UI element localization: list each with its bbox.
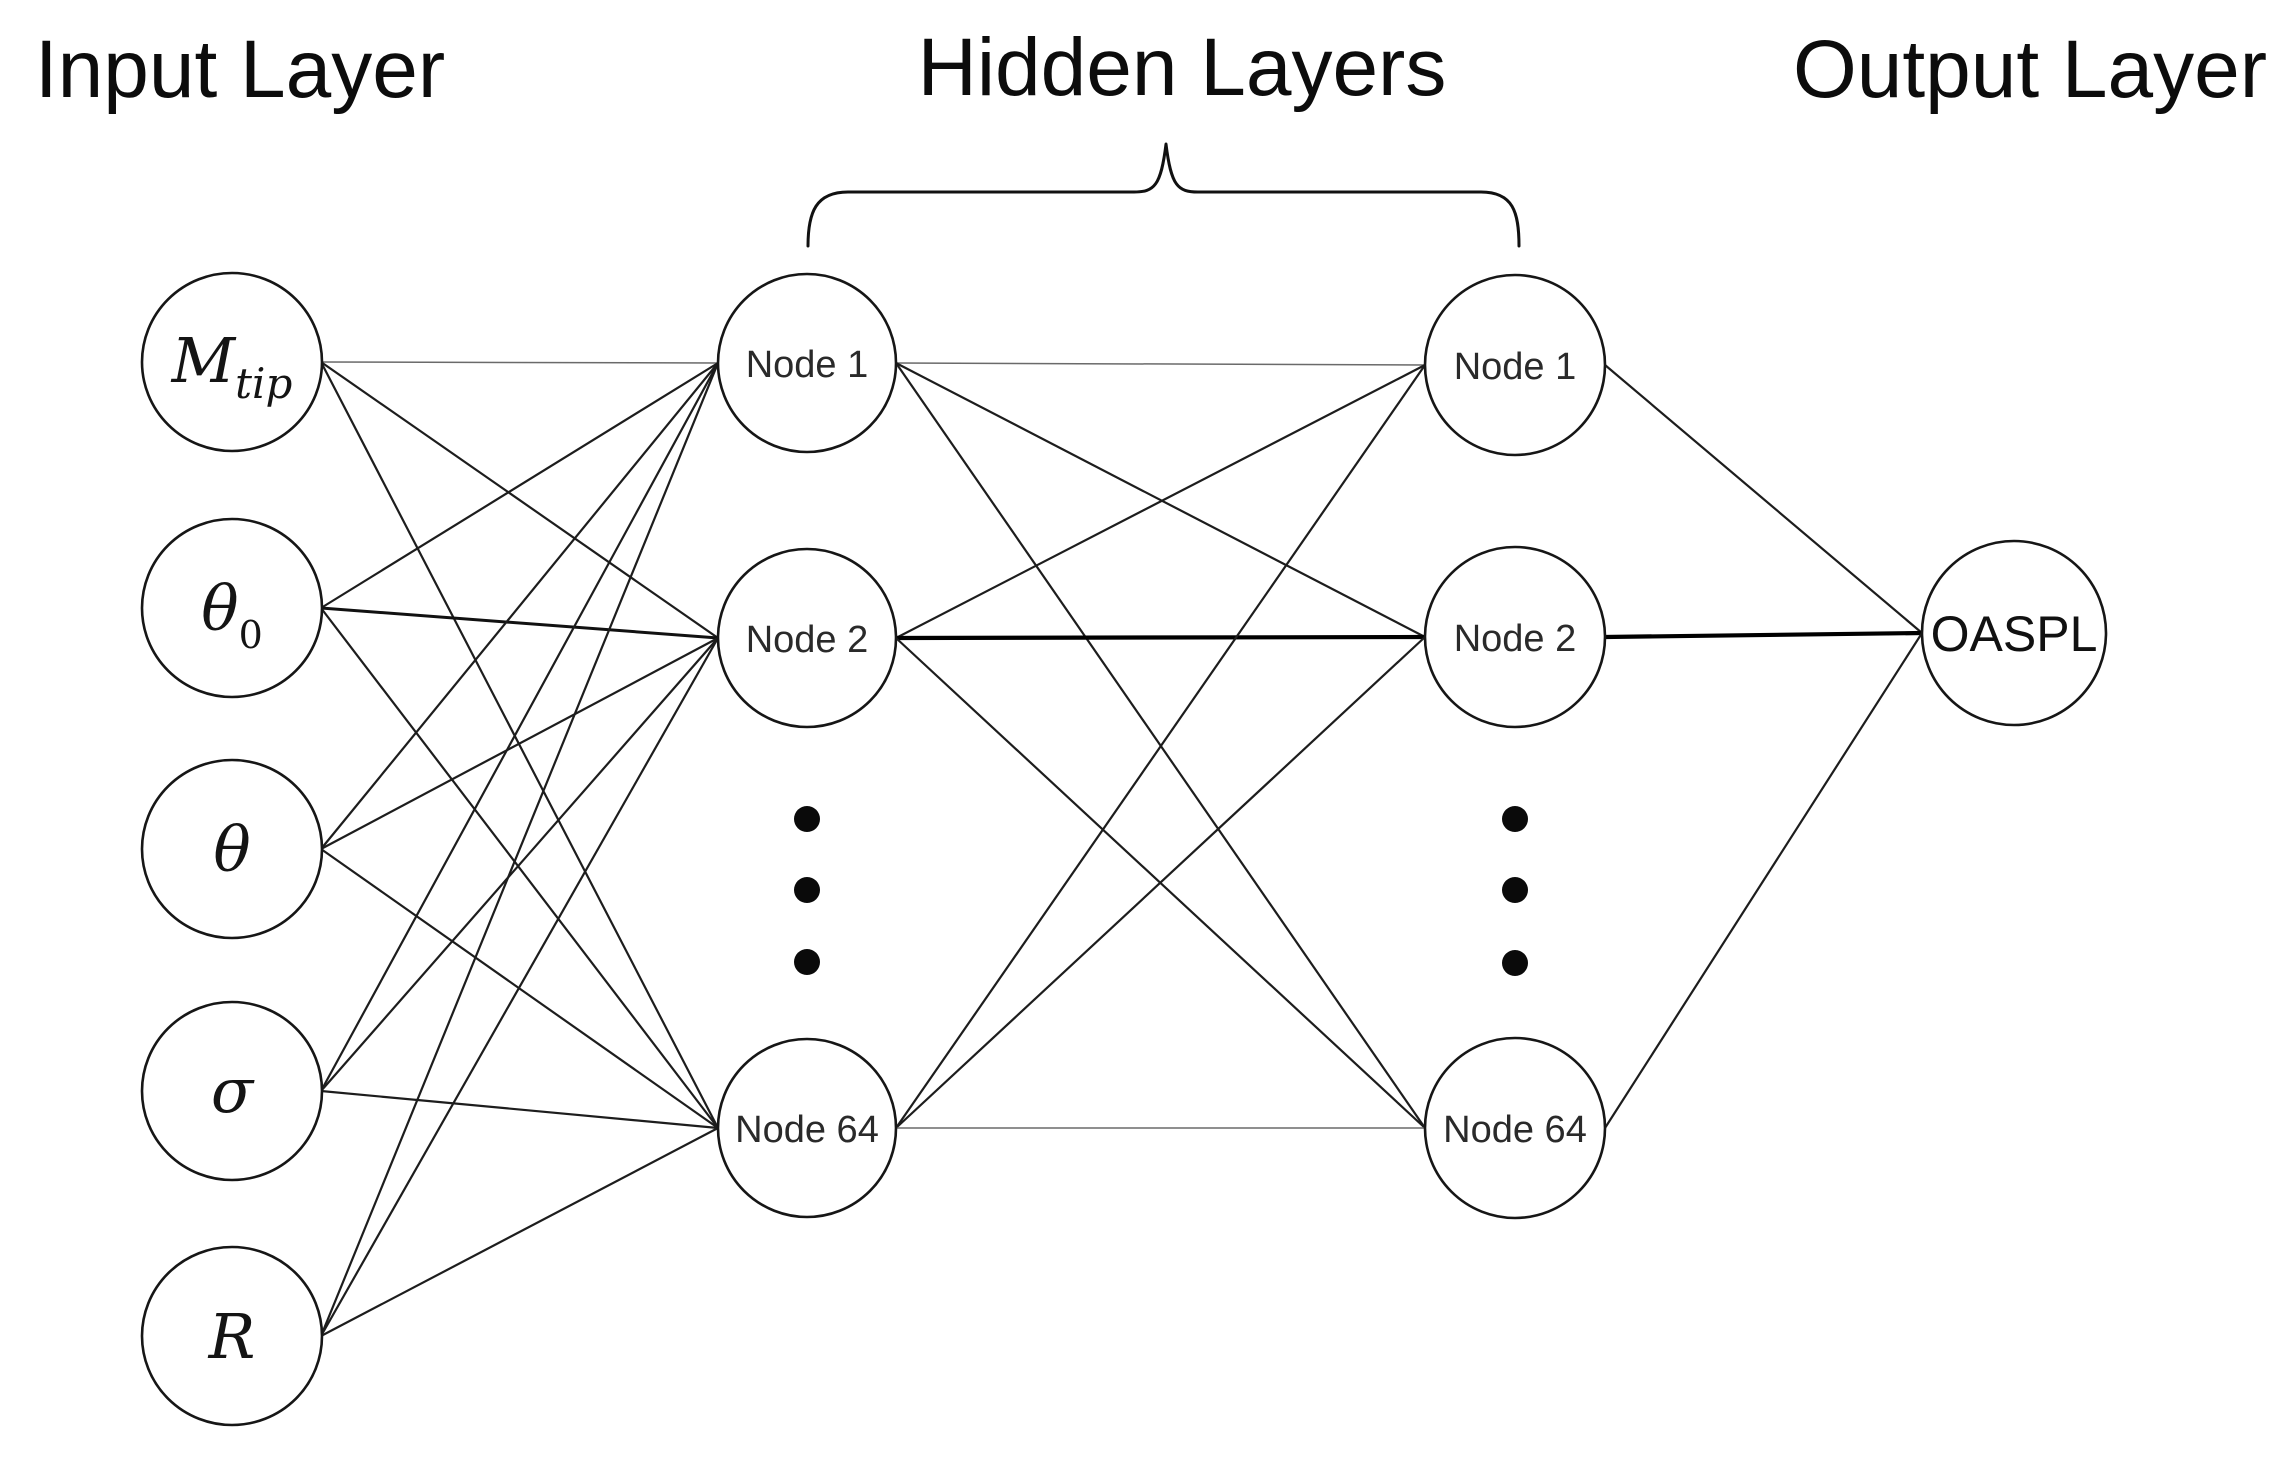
node-circle <box>140 271 324 453</box>
edge <box>895 636 1426 1129</box>
input-node-label: θ0 <box>201 572 263 657</box>
node-circle <box>140 1000 324 1182</box>
ellipsis-dot-icon <box>1502 806 1528 832</box>
edge <box>320 637 719 1092</box>
input-node-label: Mtip <box>171 324 293 408</box>
edge <box>1604 364 1923 634</box>
edge <box>320 362 719 609</box>
label-main: σ <box>211 1054 255 1127</box>
input-node-label: σ <box>211 1054 255 1127</box>
label-sub: 0 <box>239 613 263 657</box>
node-circle <box>1423 273 1607 457</box>
hidden-layers-brace-icon <box>806 142 1521 248</box>
edge <box>895 362 1426 638</box>
node-circle <box>1423 1036 1607 1220</box>
edge <box>1604 630 1923 640</box>
edge <box>320 607 719 1129</box>
hidden1-node-1: Node 1 <box>716 272 898 454</box>
output-node-label: OASPL <box>1931 606 2098 662</box>
hidden-node-label: Node 1 <box>1454 346 1577 388</box>
hidden-node-label: Node 64 <box>735 1109 879 1151</box>
hidden2-node-64: Node 64 <box>1423 1036 1607 1220</box>
edge <box>320 637 719 1337</box>
input-node-theta: θ <box>140 758 324 940</box>
ellipsis-dot-icon <box>794 949 820 975</box>
node-circle <box>140 1245 324 1427</box>
edge <box>1604 632 1923 1129</box>
input-node-r: R <box>140 1245 324 1427</box>
hidden2-ellipsis <box>1502 806 1528 976</box>
label-main: θ <box>213 813 250 886</box>
edge <box>895 634 1426 641</box>
edge <box>320 361 719 1129</box>
hidden-layers-title: Hidden Layers <box>918 22 1447 113</box>
ellipsis-dot-icon <box>794 806 820 832</box>
edge <box>320 361 719 364</box>
edge <box>320 637 719 850</box>
label-main: θ <box>201 572 238 645</box>
edge <box>320 361 719 639</box>
edge <box>320 1127 719 1337</box>
edge <box>320 1089 719 1130</box>
hidden2-node-1: Node 1 <box>1423 273 1607 457</box>
output-layer-title: Output Layer <box>1793 24 2267 115</box>
label-sub: tip <box>235 359 292 408</box>
hidden-node-label: Node 1 <box>746 344 869 386</box>
ellipsis-dot-icon <box>794 877 820 903</box>
hidden-node-label: Node 2 <box>746 619 869 661</box>
edges-input-to-hidden1 <box>319 361 720 1337</box>
node-circle <box>1423 545 1607 729</box>
edge <box>320 606 719 640</box>
input-node-label: R <box>208 1300 256 1373</box>
hidden-node-label: Node 64 <box>1443 1109 1587 1151</box>
edges-hidden2-to-output <box>1604 364 1923 1129</box>
edge <box>895 362 1426 366</box>
output-layer: OASPL <box>1920 539 2108 727</box>
edge <box>319 362 720 1337</box>
edge <box>320 362 719 850</box>
hidden1-node-64: Node 64 <box>716 1037 898 1219</box>
hidden1-ellipsis <box>794 806 820 975</box>
label-main: R <box>208 1300 256 1373</box>
node-circle <box>140 758 324 940</box>
node-circle <box>140 517 324 699</box>
node-circle <box>716 272 898 454</box>
node-circle <box>716 547 898 729</box>
label-main: M <box>171 324 237 397</box>
input-node-theta0: θ0 <box>140 517 324 699</box>
input-node-sigma: σ <box>140 1000 324 1182</box>
node-circle <box>1920 539 2108 727</box>
input-node-mtip: Mtip <box>140 271 324 453</box>
edge <box>895 364 1426 639</box>
ellipsis-dot-icon <box>1502 950 1528 976</box>
edge <box>320 362 719 1092</box>
ellipsis-dot-icon <box>1502 877 1528 903</box>
node-circle <box>716 1037 898 1219</box>
input-layer: Mtip θ0 θ σ R <box>140 271 324 1427</box>
input-node-label: θ <box>213 813 250 886</box>
output-node-oaspl: OASPL <box>1920 539 2108 727</box>
hidden-layer-2: Node 1 Node 2 Node 64 <box>1423 273 1607 1220</box>
hidden-layer-1: Node 1 Node 2 Node 64 <box>716 272 898 1219</box>
layer-titles: Input Layer Hidden Layers Output Layer <box>35 22 2267 115</box>
input-layer-title: Input Layer <box>35 24 445 115</box>
hidden1-node-2: Node 2 <box>716 547 898 729</box>
edges-hidden1-to-hidden2 <box>895 362 1426 1129</box>
hidden-node-label: Node 2 <box>1454 618 1577 660</box>
hidden2-node-2: Node 2 <box>1423 545 1607 729</box>
edge <box>895 364 1426 1129</box>
